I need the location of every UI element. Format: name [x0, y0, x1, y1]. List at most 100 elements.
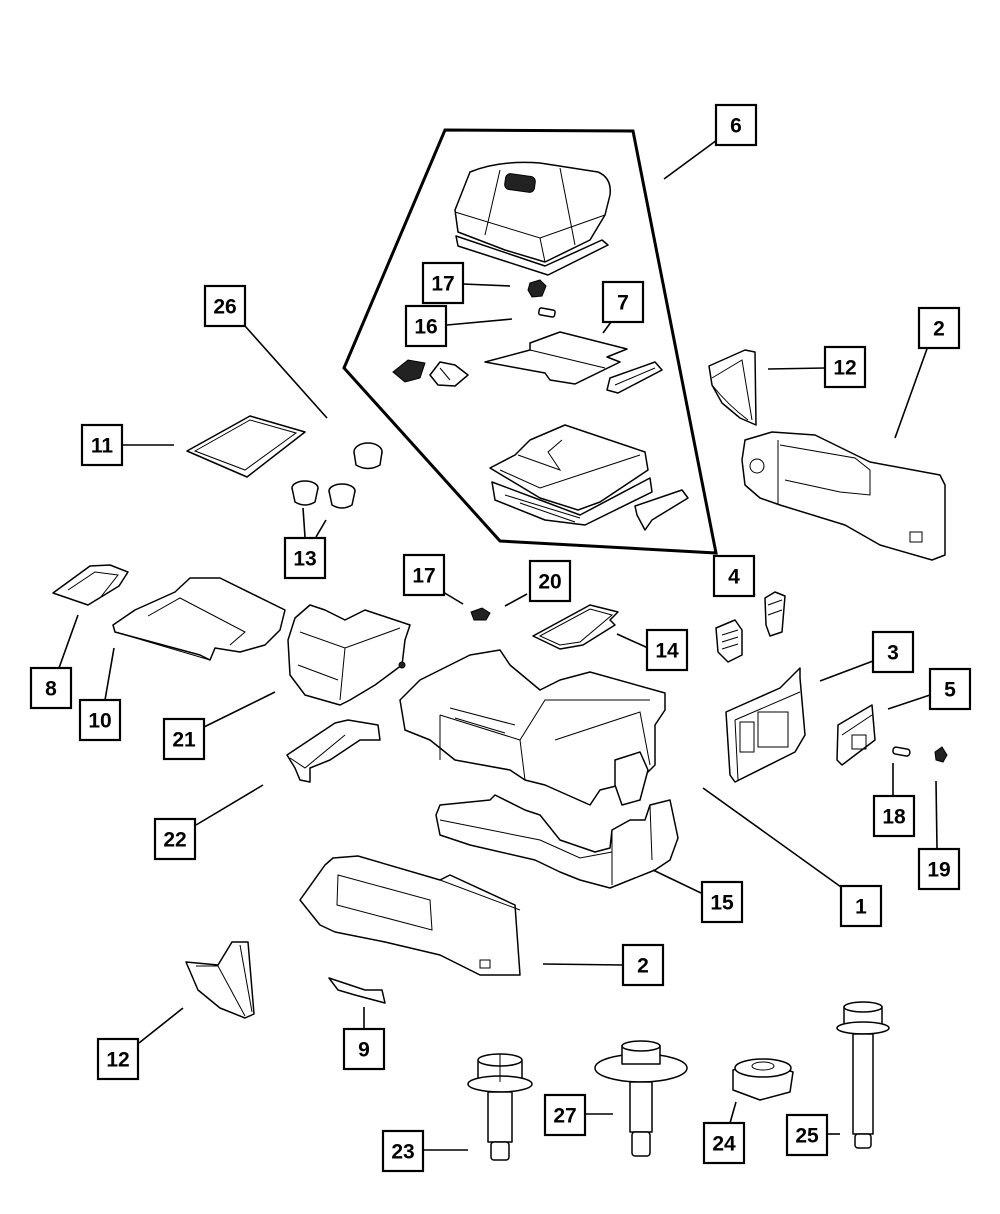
svg-text:13: 13 [293, 548, 316, 571]
side-panel-right-part [741, 431, 946, 561]
callout-4[interactable]: 4 [712, 554, 756, 598]
callout-14[interactable]: 14 [645, 628, 689, 672]
leader-14 [616, 633, 649, 649]
callout-5[interactable]: 5 [928, 667, 972, 711]
svg-text:7: 7 [617, 292, 629, 315]
callout-11[interactable]: 11 [80, 423, 124, 467]
bulb-part [892, 746, 911, 757]
bracket-part [286, 719, 381, 783]
callout-19[interactable]: 19 [917, 847, 961, 891]
leader-8 [58, 614, 79, 669]
callout-20[interactable]: 20 [528, 559, 572, 603]
leader-10 [104, 647, 115, 701]
leader-15 [652, 869, 702, 894]
svg-text:2: 2 [933, 318, 945, 341]
leader-19 [935, 780, 938, 849]
callout-7[interactable]: 7 [601, 280, 645, 324]
callout-23[interactable]: 23 [381, 1129, 425, 1173]
duct-part [435, 794, 679, 889]
svg-text:12: 12 [106, 1049, 129, 1072]
svg-text:19: 19 [927, 859, 950, 882]
svg-text:22: 22 [163, 829, 186, 852]
callout-3[interactable]: 3 [871, 630, 915, 674]
svg-text:4: 4 [728, 566, 740, 589]
rear-bezel-part [725, 667, 806, 783]
svg-text:18: 18 [882, 806, 906, 829]
svg-text:8: 8 [45, 678, 57, 701]
leader-21 [203, 691, 276, 728]
callout-25[interactable]: 25 [785, 1113, 829, 1157]
callout-18[interactable]: 18 [872, 794, 916, 838]
cap-13b-part [328, 483, 356, 509]
callout-22[interactable]: 22 [153, 817, 197, 861]
hinge-upper-part [606, 361, 663, 394]
callout-15[interactable]: 15 [700, 880, 744, 924]
svg-text:6: 6 [730, 115, 742, 138]
svg-text:1: 1 [855, 896, 867, 919]
callout-1[interactable]: 1 [839, 884, 883, 928]
svg-text:17: 17 [412, 565, 435, 588]
callout-17[interactable]: 17 [421, 261, 465, 305]
leader-22 [195, 784, 264, 826]
leader-lines [58, 139, 938, 1151]
leader-2b [542, 963, 624, 966]
svg-text:12: 12 [833, 357, 856, 380]
callout-12[interactable]: 12 [96, 1037, 140, 1081]
callout-8[interactable]: 8 [29, 666, 73, 710]
svg-text:23: 23 [391, 1141, 414, 1164]
hinge-lower-part [634, 489, 689, 531]
leader-2a [894, 345, 929, 439]
armrest-lid-part [454, 161, 611, 276]
leader-16 [446, 318, 513, 326]
callout-10[interactable]: 10 [78, 698, 122, 742]
clip-lower-part [470, 607, 491, 621]
svg-text:16: 16 [414, 316, 437, 339]
leader-6 [663, 139, 718, 180]
callout-2[interactable]: 2 [621, 943, 665, 987]
leader-17a [462, 283, 511, 287]
pin-part [537, 307, 556, 318]
callout-27[interactable]: 27 [543, 1093, 587, 1137]
tray-part [52, 564, 129, 606]
svg-text:3: 3 [887, 642, 899, 665]
bin-insert-a-part [715, 619, 743, 663]
armrest-assembly-group-border [342, 128, 718, 555]
callout-26[interactable]: 26 [203, 284, 247, 328]
leader-26 [244, 325, 328, 419]
svg-text:24: 24 [712, 1133, 736, 1156]
leader-12b [138, 1007, 184, 1044]
callout-21[interactable]: 21 [162, 717, 206, 761]
end-cap-right-part [708, 349, 757, 426]
svg-text:25: 25 [795, 1125, 819, 1148]
grommet-part [934, 746, 948, 763]
callout-16[interactable]: 16 [404, 304, 448, 348]
callout-12[interactable]: 12 [823, 345, 867, 389]
leader-7 [602, 321, 612, 334]
leader-3 [819, 660, 874, 682]
callout-6[interactable]: 6 [714, 103, 758, 147]
svg-text:10: 10 [88, 710, 111, 733]
end-cap-left-part [185, 941, 255, 1019]
console-top-bezel-part [112, 577, 286, 661]
leader-12a [767, 367, 826, 370]
armrest-base-part [489, 424, 653, 526]
nut-part [732, 1058, 794, 1101]
svg-text:5: 5 [944, 679, 956, 702]
svg-text:17: 17 [431, 273, 454, 296]
callout-9[interactable]: 9 [342, 1027, 386, 1071]
leader-24 [729, 1101, 737, 1124]
svg-text:11: 11 [91, 435, 114, 458]
callout-17[interactable]: 17 [402, 553, 446, 597]
callout-24[interactable]: 24 [702, 1121, 746, 1165]
callout-2[interactable]: 2 [917, 306, 961, 350]
callout-13[interactable]: 13 [283, 536, 327, 580]
pad-part [484, 331, 628, 385]
svg-text:26: 26 [213, 296, 236, 319]
leader-13b [315, 519, 327, 538]
clip-part [527, 279, 547, 298]
side-panel-left-part [299, 855, 521, 976]
svg-text:9: 9 [358, 1039, 370, 1062]
leader-20 [504, 593, 528, 607]
bolt-23-part [467, 1053, 533, 1161]
